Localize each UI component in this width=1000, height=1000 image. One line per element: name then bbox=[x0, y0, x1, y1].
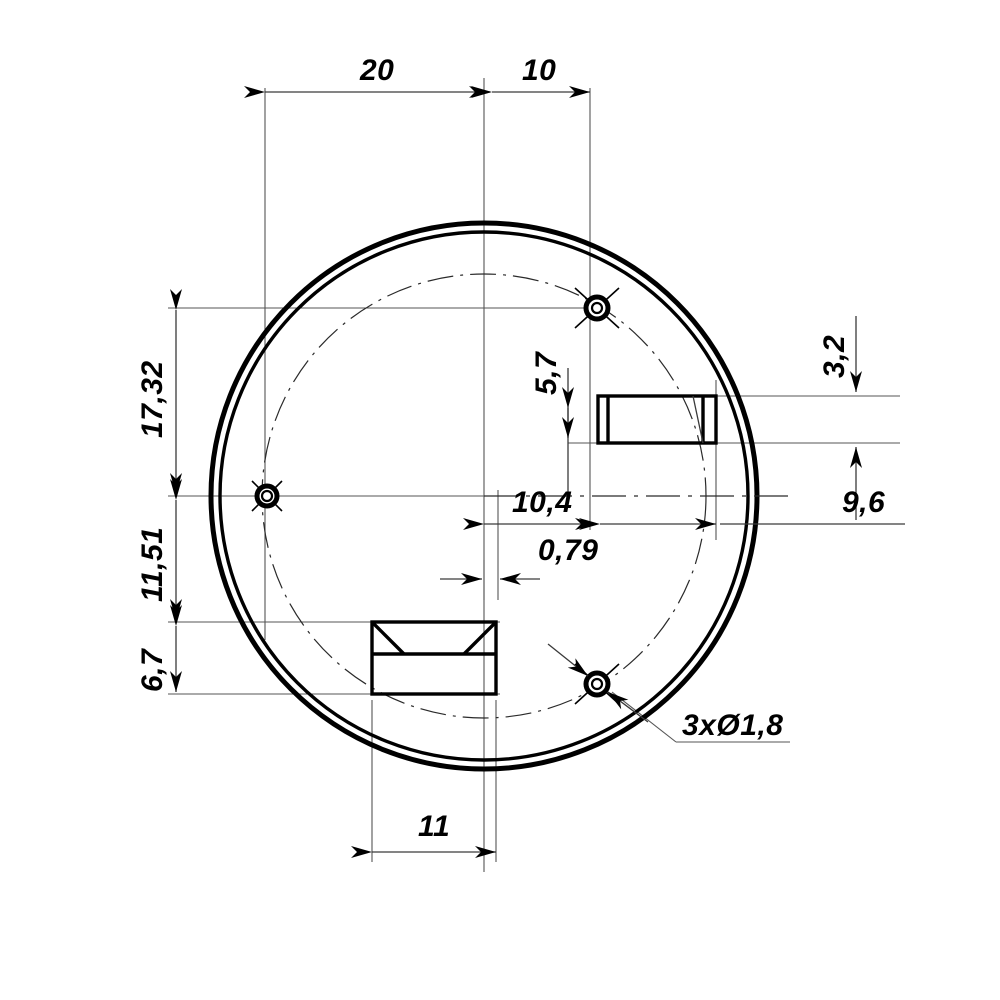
dim-label-bottom: 11 bbox=[418, 810, 450, 843]
extension-lines bbox=[168, 78, 900, 872]
hole-left bbox=[251, 480, 283, 512]
bottom-slot-feature bbox=[370, 620, 498, 696]
hole-bottom-right bbox=[574, 663, 620, 705]
dim-label-center-vertical: 5,7 bbox=[530, 351, 563, 395]
dim-label-top-left: 20 bbox=[359, 54, 394, 87]
dim-label-right-horizontal: 9,6 bbox=[842, 486, 885, 519]
dim-label-right-vertical: 3,2 bbox=[818, 335, 851, 378]
callout-hole-pattern-leaders bbox=[547, 643, 649, 723]
callout-label-hole-pattern: 3xØ1,8 bbox=[682, 709, 783, 742]
dim-label-center-small: 0,79 bbox=[538, 534, 598, 567]
hole-top-right bbox=[574, 287, 620, 329]
dim-label-left-middle: 11,51 bbox=[136, 527, 169, 602]
dim-label-top-right: 10 bbox=[522, 54, 556, 87]
right-slot-feature bbox=[596, 394, 718, 445]
dim-label-left-upper: 17,32 bbox=[136, 360, 169, 438]
dim-label-center-horizontal: 10,4 bbox=[512, 486, 572, 519]
dim-label-left-lower: 6,7 bbox=[136, 648, 169, 692]
